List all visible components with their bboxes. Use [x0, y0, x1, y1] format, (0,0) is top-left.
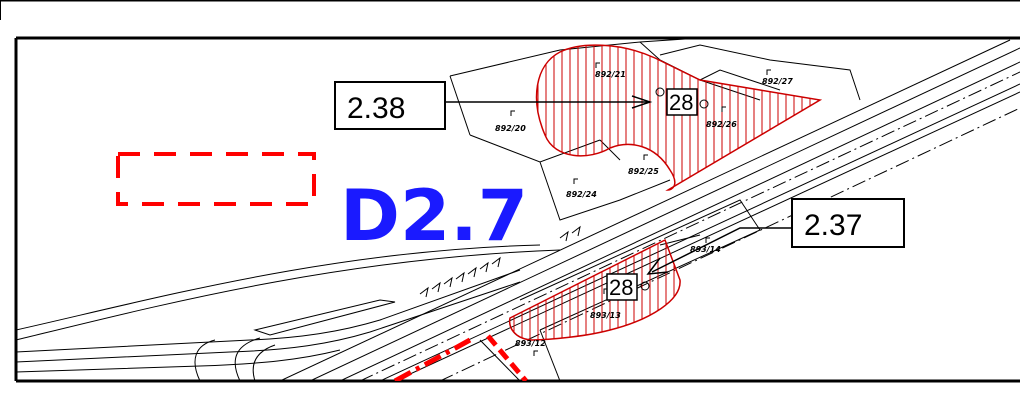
plot-number-28-lower: 28: [606, 273, 650, 301]
hatched-area-upper: [535, 44, 823, 191]
parcel-label: 892/26: [706, 120, 737, 129]
ramp-roads: [16, 244, 561, 381]
plot-number-28-upper: 28: [655, 87, 709, 116]
parcel-label: 893/12: [515, 339, 546, 348]
parcel-label: 892/25: [628, 167, 659, 176]
hatched-area-lower: [508, 238, 681, 341]
parcel-label: 893/13: [590, 311, 621, 320]
parcel-label: 892/27: [762, 77, 793, 86]
parcel-label: 893/14: [690, 245, 721, 254]
parcel-label: 892/24: [566, 190, 597, 199]
chevron-markings: [419, 225, 581, 298]
plot-number-text: 28: [669, 90, 693, 115]
callout-2-37: 2.37: [791, 198, 905, 248]
sheet-frame: [0, 0, 1020, 383]
plot-number-text: 28: [609, 275, 633, 300]
callout-text: 2.37: [804, 209, 862, 242]
red-boundary-line: [393, 334, 528, 381]
parcel-label: 892/20: [495, 124, 526, 133]
label-markers: [510, 62, 771, 356]
leader-lines: [445, 95, 792, 275]
parcel-label: 892/21: [595, 70, 626, 79]
red-dashed-rectangle: [116, 152, 316, 206]
zone-label: D2.7: [340, 175, 528, 257]
parcel-labels: 892/21 892/20 892/27 892/26 892/25 892/2…: [495, 70, 793, 348]
callout-2-38: 2.38: [334, 81, 446, 130]
highway: [279, 39, 1020, 381]
callout-text: 2.38: [347, 92, 405, 125]
